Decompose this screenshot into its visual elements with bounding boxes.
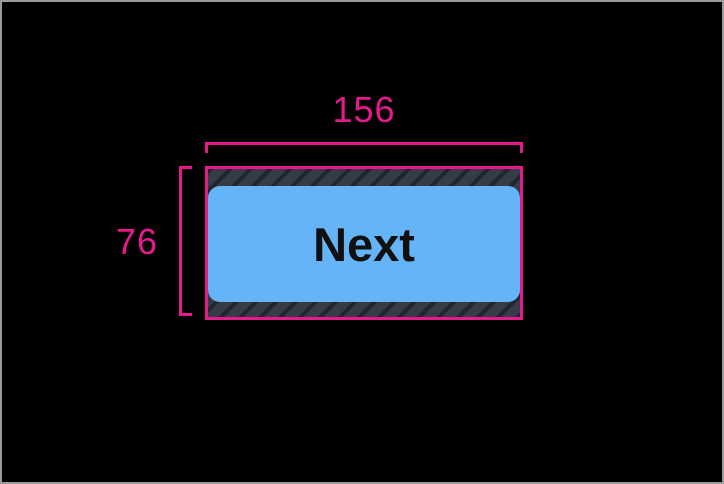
height-dimension-label: 76 bbox=[115, 221, 159, 262]
height-measure-tick-top bbox=[179, 166, 192, 169]
width-measure-tick-left bbox=[205, 142, 208, 153]
next-button[interactable]: Next bbox=[208, 186, 520, 302]
width-dimension-label: 156 bbox=[332, 89, 396, 130]
width-measure-line bbox=[205, 142, 523, 145]
height-measure-line bbox=[179, 166, 182, 316]
height-measure-tick-bottom bbox=[179, 313, 192, 316]
next-button-label: Next bbox=[313, 217, 415, 271]
width-measure-tick-right bbox=[520, 142, 523, 153]
